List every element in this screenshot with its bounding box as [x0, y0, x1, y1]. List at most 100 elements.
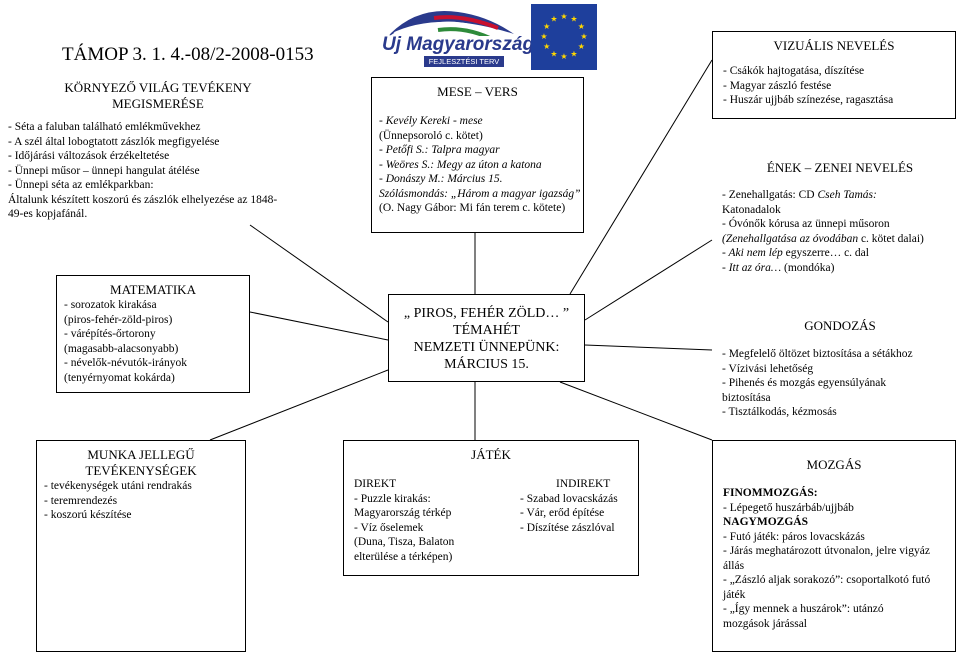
connector-vizualis: [569, 59, 713, 295]
svg-text:★: ★: [578, 22, 585, 31]
mese-line: - Kevély Kereki - mese: [379, 115, 483, 127]
matematika-line: (magasabb-alacsonyabb): [64, 342, 179, 355]
jatek-indirekt-line: - Szabad lovacskázás: [520, 492, 618, 505]
uj-magyarorszag-logo: Új Magyarország FEJLESZTÉSI TERV: [378, 4, 535, 76]
jatek-box: JÁTÉK DIREKT - Puzzle kirakás: Magyarors…: [343, 440, 639, 576]
logo-text: Új Magyarország: [382, 34, 535, 55]
matematika-line: - várépítés-őrtorony: [64, 328, 156, 340]
vizualis-line: - Csákók hajtogatása, díszítése: [723, 65, 865, 77]
eu-stars-icon: ★★★ ★★★ ★★★ ★★★: [540, 12, 587, 61]
munka-line: - tevékenységek utáni rendrakás: [44, 480, 192, 492]
enek-text: - Zenehallgatás: CD: [722, 189, 818, 201]
mese-line: (O. Nagy Gábor: Mi fán terem c. kötete): [379, 202, 566, 214]
connector-matematika: [249, 311, 389, 341]
kornyezo-line: - Időjárási változások érzékeltetése: [8, 150, 170, 162]
svg-text:★: ★: [560, 52, 567, 61]
mese-vers-box: MESE – VERS - Kevély Kereki - mese (Ünne…: [371, 77, 584, 233]
munka-line: - teremrendezés: [44, 494, 118, 507]
enek-text: (mondóka): [781, 261, 835, 274]
vizualis-neveles-box: VIZUÁLIS NEVELÉS - Csákók hajtogatása, d…: [712, 31, 956, 119]
enek-zenei-section: ÉNEK – ZENEI NEVELÉS - Zenehallgatás: CD…: [722, 160, 958, 275]
kornyezo-title-2: MEGISMERÉSE: [112, 96, 204, 111]
vizualis-line: - Magyar zászló festése: [723, 79, 832, 92]
svg-text:★: ★: [580, 32, 587, 41]
enek-text: egyszerre… c. dal: [782, 247, 869, 259]
svg-text:★: ★: [570, 49, 577, 58]
kornyezo-line: - Ünnepi séta az emlékparkban:: [8, 179, 154, 191]
mese-line: - Donászy M.: Március 15.: [379, 173, 503, 185]
jatek-indirekt-line: - Vár, erőd építése: [520, 507, 605, 519]
gondozas-line: - Pihenés és mozgás egyensúlyának: [722, 377, 887, 389]
connector-munka: [209, 369, 389, 441]
mese-line: (Ünnepsoroló c. kötet): [379, 129, 483, 142]
jatek-direkt-line: - Víz őselemek: [354, 521, 424, 534]
gondozas-title: GONDOZÁS: [804, 318, 876, 333]
gondozas-line: - Vízivási lehetőség: [722, 362, 814, 375]
munka-line: - koszorú készítése: [44, 509, 132, 521]
svg-text:★: ★: [550, 49, 557, 58]
mese-line: - Weöres S.: Megy az úton a katona: [379, 158, 542, 171]
connector-mozgas: [559, 381, 713, 441]
mozgas-nagy-line: - Futó játék: páros lovacskázás: [723, 530, 865, 543]
jatek-indirekt-line: - Díszítése zászlóval: [520, 521, 615, 534]
munka-title-2: TEVÉKENYSÉGEK: [85, 463, 197, 478]
jatek-direkt-line: elterülése a térképen): [354, 550, 453, 563]
kornyezo-line: 49-es kopjafánál.: [8, 208, 88, 220]
jatek-direkt-line: - Puzzle kirakás:: [354, 492, 431, 505]
matematika-line: - névelők-névutók-irányok: [64, 357, 187, 369]
kornyezo-line: - Ünnepi műsor – ünnepi hangulat átélése: [8, 164, 200, 177]
vizualis-title: VIZUÁLIS NEVELÉS: [773, 38, 895, 53]
kornyezo-line: - A szél által lobogtatott zászlók megfi…: [8, 135, 220, 148]
mozgas-nagy-line: - Járás meghatározott útvonalon, jelre v…: [723, 545, 930, 557]
center-line-1: „ PIROS, FEHÉR ZÖLD… ”: [403, 306, 570, 321]
gondozas-line: biztosítása: [722, 391, 771, 404]
enek-text: c. kötet dalai): [858, 232, 924, 245]
project-code: TÁMOP 3. 1. 4.-08/2-2008-0153: [62, 44, 314, 65]
enek-text: (Zenehallgatása az óvodában: [722, 232, 859, 245]
mese-title: MESE – VERS: [437, 84, 518, 99]
matematika-line: (piros-fehér-zöld-piros): [64, 313, 173, 326]
gondozas-section: GONDOZÁS - Megfelelő öltözet biztosítása…: [722, 318, 958, 420]
kornyezo-vilag-section: KÖRNYEZŐ VILÁG TEVÉKENY MEGISMERÉSE - Sé…: [8, 80, 308, 222]
enek-text: - Aki nem lép: [722, 247, 783, 259]
vizualis-line: - Huszár ujjbáb színezése, ragasztása: [723, 94, 894, 106]
center-theme-box: „ PIROS, FEHÉR ZÖLD… ” TÉMAHÉT NEMZETI Ü…: [388, 294, 585, 382]
mozgas-finom-line: - Lépegető huszárbáb/ujjbáb: [723, 501, 854, 514]
matematika-title: MATEMATIKA: [110, 282, 196, 297]
kornyezo-line: - Séta a faluban található emlékművekhez: [8, 121, 201, 133]
gondozas-line: - Tisztálkodás, kézmosás: [722, 406, 837, 418]
svg-text:★: ★: [578, 42, 585, 51]
connector-enek: [584, 239, 713, 321]
enek-text: Katonadalok: [722, 203, 781, 216]
center-line-4: MÁRCIUS 15.: [444, 357, 529, 372]
enek-title: ÉNEK – ZENEI NEVELÉS: [766, 160, 914, 175]
svg-text:★: ★: [570, 15, 577, 24]
munka-title-1: MUNKA JELLEGŰ: [87, 447, 195, 462]
enek-text: - Óvónők kórusa az ünnepi műsoron: [722, 218, 890, 230]
jatek-title: JÁTÉK: [471, 447, 511, 462]
jatek-indirekt-title: INDIREKT: [556, 478, 611, 490]
logo-graphic: [384, 10, 518, 64]
enek-text: Cseh Tamás:: [817, 189, 877, 201]
mese-line: - Petőfi S.: Talpra magyar: [379, 144, 500, 156]
jatek-direkt-line: (Duna, Tisza, Balaton: [354, 536, 455, 548]
matematika-box: MATEMATIKA - sorozatok kirakása (piros-f…: [56, 275, 250, 393]
mozgas-nagy-title: NAGYMOZGÁS: [723, 516, 808, 528]
munka-box: MUNKA JELLEGŰ TEVÉKENYSÉGEK - tevékenysé…: [36, 440, 246, 652]
mozgas-nagy-line: - „Így mennek a huszárok”: utánzó: [723, 603, 884, 615]
mozgas-nagy-line: állás: [723, 559, 745, 572]
center-line-3: NEMZETI ÜNNEPÜNK:: [413, 340, 560, 355]
connector-gondozas: [584, 344, 713, 351]
svg-text:★: ★: [543, 42, 550, 51]
connector-kornyezo: [249, 224, 389, 323]
eu-flag: ★★★ ★★★ ★★★ ★★★: [531, 4, 597, 70]
gondozas-line: - Megfelelő öltözet biztosítása a sétákh…: [722, 348, 913, 360]
logo-subtext: FEJLESZTÉSI TERV: [424, 56, 504, 67]
svg-text:★: ★: [540, 32, 547, 41]
svg-text:★: ★: [550, 15, 557, 24]
svg-text:★: ★: [543, 22, 550, 31]
svg-text:★: ★: [560, 12, 567, 21]
mozgas-title: MOZGÁS: [806, 457, 862, 472]
kornyezo-title-1: KÖRNYEZŐ VILÁG TEVÉKENY: [64, 80, 252, 95]
